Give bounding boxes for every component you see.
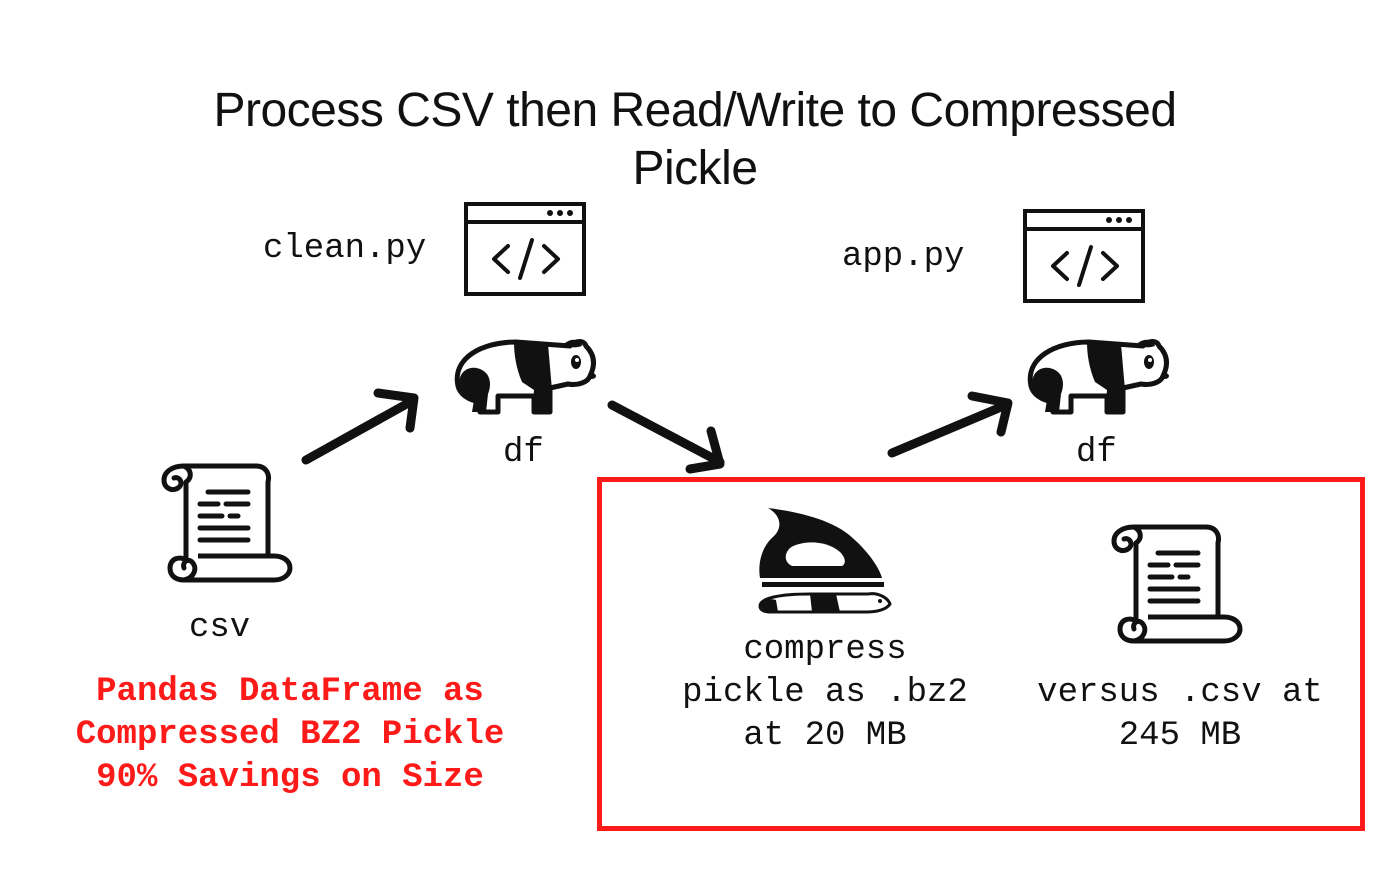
csv-size-label-line-1: versus .csv at xyxy=(1037,674,1323,712)
flat-panda-icon xyxy=(758,592,892,614)
csv-label: csv xyxy=(189,609,251,647)
clean-script-label: clean.py xyxy=(263,230,427,268)
savings-note-line-1: Pandas DataFrame as xyxy=(96,673,484,711)
diagram-title-line-2: Pickle xyxy=(632,142,758,195)
panda-icon-left xyxy=(457,340,596,412)
compressed-label-line-1: compress xyxy=(743,631,907,669)
arrow-icon-compress-to-app xyxy=(887,391,1013,458)
compressed-label-line-3: at 20 MB xyxy=(743,717,907,755)
savings-note-line-3: 90% Savings on Size xyxy=(96,759,484,797)
df-label-left: df xyxy=(503,434,544,472)
app-code-window-icon xyxy=(1023,209,1145,303)
compressed-label-line-2: pickle as .bz2 xyxy=(682,674,968,712)
comparison-box xyxy=(597,477,1365,831)
savings-note-line-2: Compressed BZ2 Pickle xyxy=(75,716,505,754)
diagram-title-line-1: Process CSV then Read/Write to Compresse… xyxy=(213,84,1177,137)
iron-icon xyxy=(759,508,884,587)
arrow-icon-clean-to-compress xyxy=(607,400,725,474)
panda-icon-right xyxy=(1030,340,1169,412)
csv-compare-scroll-icon xyxy=(1114,527,1240,641)
app-script-label: app.py xyxy=(842,238,965,276)
df-label-right: df xyxy=(1076,434,1117,472)
csv-scroll-icon xyxy=(164,466,290,580)
clean-code-window-icon xyxy=(464,202,586,296)
arrow-icon-csv-to-clean xyxy=(301,388,419,465)
csv-size-label-line-2: 245 MB xyxy=(1118,717,1242,755)
